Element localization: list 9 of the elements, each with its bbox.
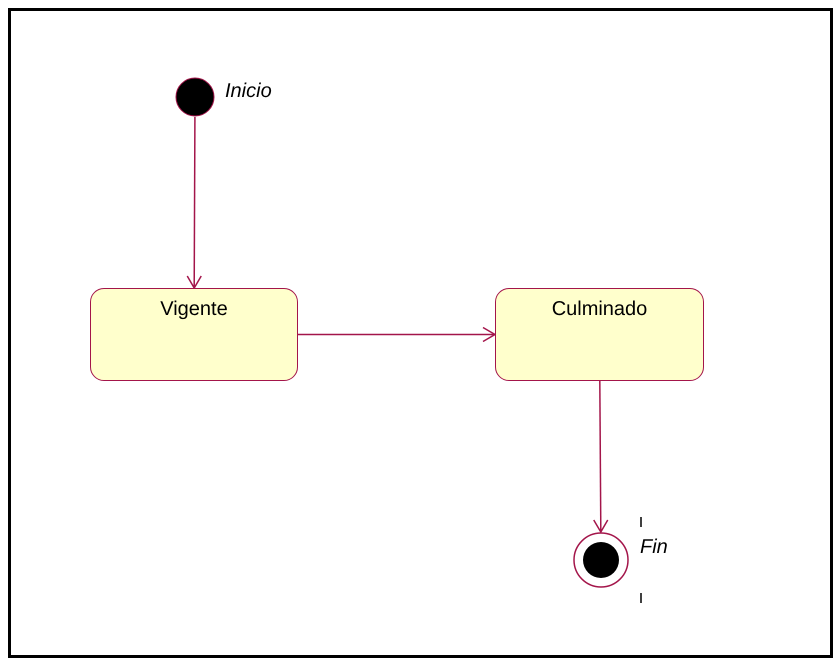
transition-arrow bbox=[186, 117, 202, 289]
state-box: Vigente bbox=[90, 288, 298, 381]
initial-state bbox=[175, 77, 215, 117]
state-box: Culminado bbox=[495, 288, 704, 381]
state-label: Fin bbox=[640, 536, 668, 559]
transition-arrow bbox=[298, 326, 496, 342]
final-state bbox=[573, 532, 629, 588]
state-label: Inicio bbox=[225, 80, 272, 103]
transition-arrow bbox=[592, 381, 608, 533]
